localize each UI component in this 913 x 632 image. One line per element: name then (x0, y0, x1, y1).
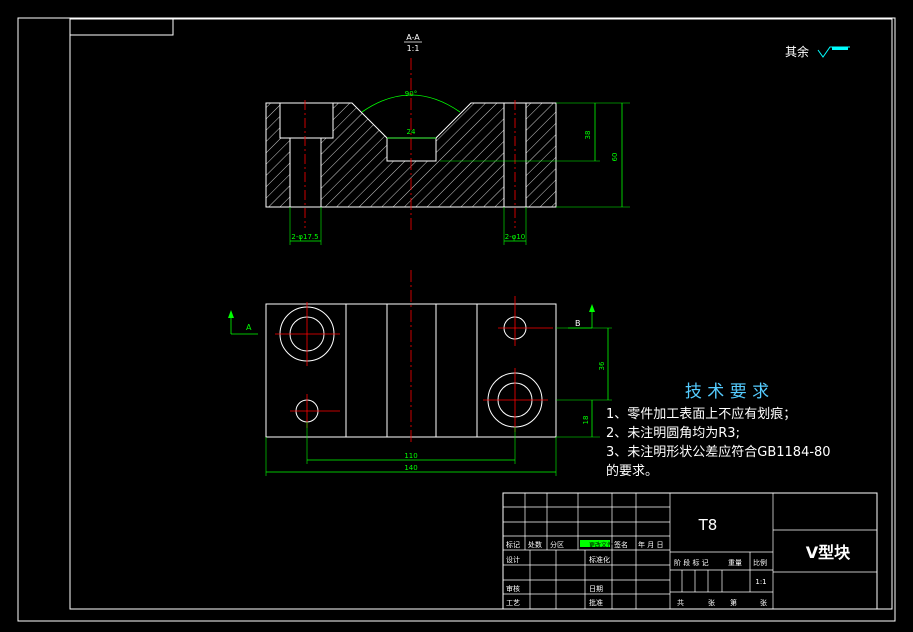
tb-material: T8 (698, 516, 718, 534)
tb-row-left-3: 工艺 (506, 599, 520, 607)
tb-row-left-2: 审核 (506, 584, 520, 593)
tb-header-1: 处数 (528, 540, 542, 549)
vertical-dim-1-text: 36 (598, 361, 606, 370)
tb-row-left-0: 设计 (506, 555, 520, 564)
view-marker-b-text: B (575, 319, 581, 328)
section-view: 90° 24 38 60 2-φ17.5 2-φ10 (265, 58, 630, 245)
revision-highlight (580, 540, 610, 547)
tb-header-5: 年 月 日 (638, 540, 663, 549)
corner-label-box (69, 18, 174, 36)
inner-width-dim-text: 110 (404, 452, 417, 460)
height-total-dim-text: 60 (611, 153, 619, 162)
total-width-dim-text: 140 (404, 464, 417, 472)
v-slot-relief (386, 137, 437, 162)
tb-stage-1: 重量 (728, 559, 742, 567)
tb-sheet-3: 张 (760, 598, 767, 607)
roughness-prefix: 其余 (785, 44, 809, 59)
outer-border (17, 17, 896, 622)
tb-stage-2: 比例 (753, 558, 767, 567)
title-block: 标记 处数 分区 更改文件号 签名 年 月 日 设计 审核 工艺 标准化 批准 … (502, 492, 878, 610)
tb-header-0: 标记 (506, 540, 520, 549)
roughness-bar-icon (832, 47, 848, 50)
tb-sheet-1: 张 (708, 598, 715, 607)
roughness-note: 其余 (785, 44, 850, 59)
hole-right-dim-text: 2-φ10 (505, 233, 526, 241)
tb-row-mid2-2: 日期 (589, 585, 603, 593)
section-label: A-A 1:1 (404, 33, 422, 53)
angle-dim-arc (361, 94, 461, 113)
tb-header-4: 签名 (614, 540, 628, 549)
tech-requirement-1: 1、零件加工表面上不应有划痕； (606, 406, 796, 422)
tb-header-3: 更改文件号 (589, 541, 619, 549)
tb-scale-value: 1:1 (755, 578, 766, 586)
view-marker-b: B (568, 304, 595, 329)
tb-row-mid-0: 标准化 (589, 555, 610, 564)
tech-requirement-3: 3、未注明形状公差应符合GB1184-80 (606, 444, 831, 460)
tech-requirement-2: 2、未注明圆角均为R3; (606, 426, 740, 441)
tech-requirements-title: 技 术 要 求 (685, 382, 769, 402)
hole-left-dim-text: 2-φ17.5 (291, 233, 318, 241)
angle-dim-text: 90° (405, 90, 417, 98)
tech-requirements: 技 术 要 求 1、零件加工表面上不应有划痕； 2、未注明圆角均为R3; 3、未… (606, 382, 831, 479)
top-view: A B 36 18 110 140 (228, 270, 612, 476)
tb-header-2: 分区 (550, 540, 564, 549)
tb-part-name: V型块 (806, 543, 851, 562)
tech-requirement-4: 的要求。 (606, 463, 658, 479)
hole-left (289, 137, 322, 208)
slot-width-dim-text: 24 (407, 128, 416, 136)
counterbore-left (279, 102, 334, 139)
tb-sheet-0: 共 (677, 598, 684, 607)
tb-sheet-2: 第 (730, 598, 737, 607)
height-inner-dim-text: 38 (584, 131, 592, 140)
tb-stage-0: 阶 段 标 记 (674, 558, 709, 567)
vertical-dim-2-text: 18 (582, 416, 590, 425)
view-marker-a-text: A (246, 323, 252, 332)
section-label-name: A-A (406, 33, 420, 42)
tb-row-mid-2: 批准 (589, 598, 603, 607)
section-label-scale: 1:1 (407, 44, 420, 53)
view-marker-a: A (228, 310, 258, 335)
inner-border (69, 18, 893, 610)
